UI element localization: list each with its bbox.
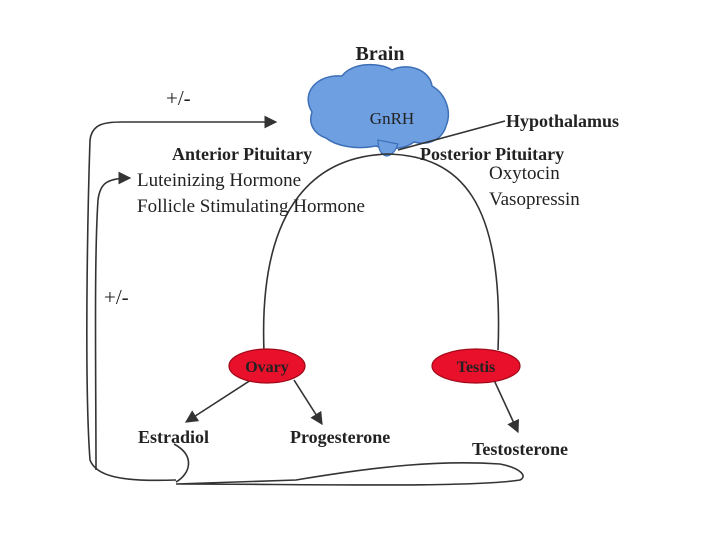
hypothalamus-label: Hypothalamus [506,111,619,131]
posterior-hormone-1: Oxytocin [489,163,560,184]
brain-shape [307,63,450,150]
gonad-return-line [175,461,524,486]
posterior-pituitary-title: Posterior Pituitary [420,144,564,164]
estradiol-label: Estradiol [138,427,209,447]
testis-shape [431,348,521,384]
testosterone-label: Testosterone [472,439,568,459]
ovary-shape [228,348,306,384]
estradiol-feedback-curve [173,443,190,483]
ovary-label: Ovary [245,359,289,376]
ovary-to-progesterone-arrow [293,379,323,426]
anterior-hormone-1: Luteinizing Hormone [137,170,301,191]
feedback-lower-label: +/- [104,285,129,309]
ovary-to-estradiol-arrow [184,377,255,423]
anterior-pituitary-title: Anterior Pituitary [172,144,312,164]
testis-label: Testis [457,359,496,376]
progesterone-label: Progesterone [290,427,390,447]
brain-title: Brain [356,43,405,65]
feedback-loop-outer [86,115,278,482]
anterior-hormone-2: Follicle Stimulating Hormone [137,196,365,217]
hypothalamus-pointer [397,120,506,151]
feedback-loop-inner [94,171,132,471]
testis-to-testosterone-arrow [493,379,519,434]
gnrh-label: GnRH [370,109,414,128]
brain-icon [307,63,450,157]
feedback-upper-label: +/- [166,86,191,110]
posterior-hormone-2: Vasopressin [489,189,580,210]
pituitary-gonad-arch [262,153,500,353]
pituitary-stalk [377,139,399,157]
